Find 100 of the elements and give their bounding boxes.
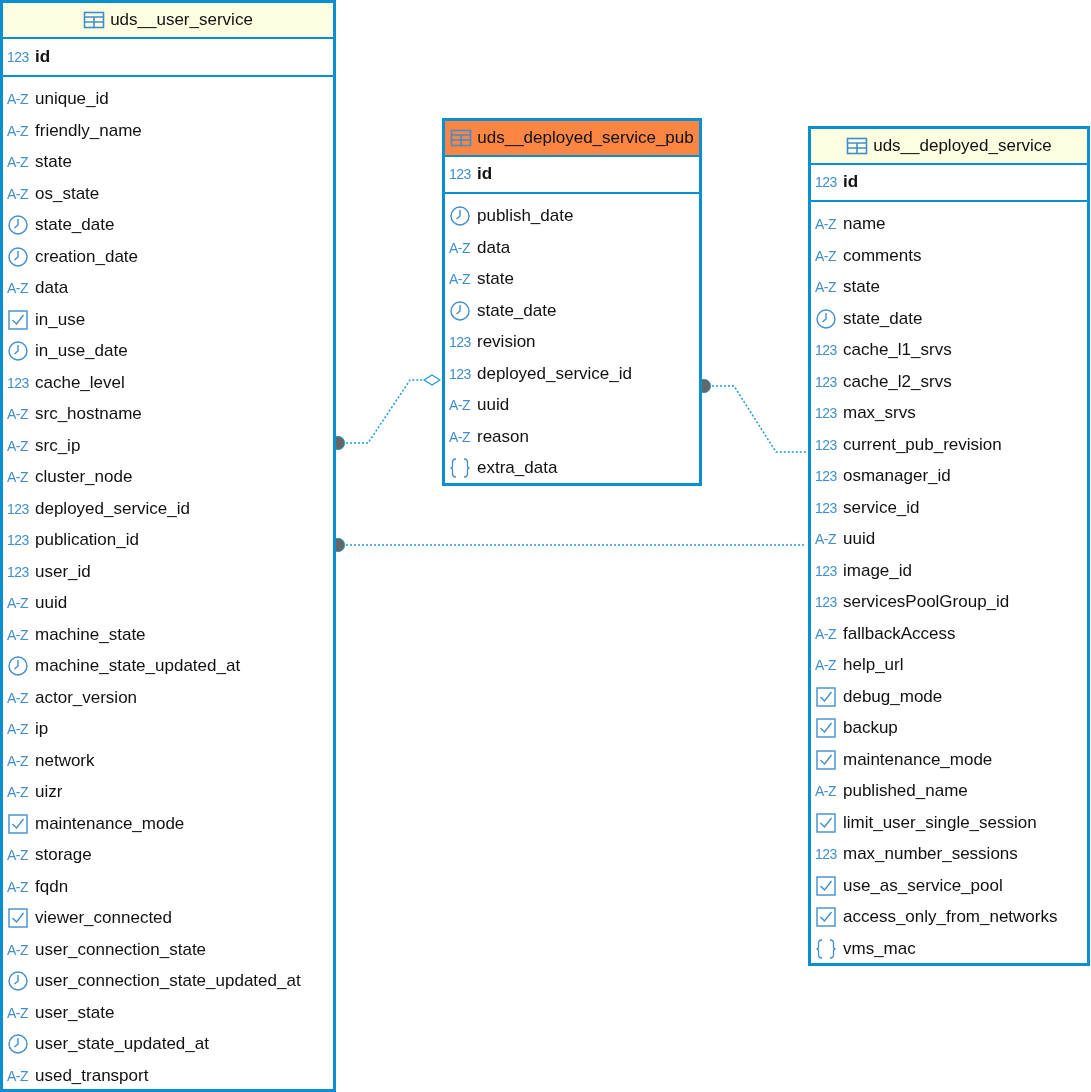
column-name: fallbackAccess <box>843 623 956 644</box>
type-label: A-Z <box>7 941 30 958</box>
type-label: 123 <box>815 436 838 453</box>
column-name: data <box>35 278 69 298</box>
type-label: A-Z <box>815 625 838 642</box>
type-label: A-Z <box>815 216 838 232</box>
column-name: unique_id <box>35 89 109 109</box>
column-name: limit_user_single_session <box>843 812 1037 833</box>
type-label: A-Z <box>7 280 30 296</box>
column-name: in_use_date <box>35 341 128 361</box>
type-label: 123 <box>815 174 838 190</box>
column-name: max_number_sessions <box>843 844 1018 864</box>
column-name: in_use <box>35 309 86 330</box>
type-label: A-Z <box>7 721 30 737</box>
type-label: A-Z <box>815 247 838 264</box>
table-name: uds__user_service <box>110 10 253 30</box>
type-label: A-Z <box>7 689 30 706</box>
type-label: 123 <box>449 334 472 350</box>
column-name: debug_mode <box>843 686 943 707</box>
type-label: 123 <box>815 468 838 484</box>
type-label: 123 <box>7 374 30 391</box>
type-label: A-Z <box>7 406 30 422</box>
type-label: 123 <box>7 49 30 65</box>
key-column-name: id <box>843 172 859 192</box>
column-name: current_pub_revision <box>843 434 1002 455</box>
column-name: src_hostname <box>35 404 142 424</box>
column-name: osmanager_id <box>843 466 951 486</box>
type-label: 123 <box>815 342 838 358</box>
column-name: cache_l1_srvs <box>843 340 952 360</box>
column-name: user_state_updated_at <box>35 1034 209 1054</box>
column-name: backup <box>843 718 898 738</box>
column-name: uuid <box>843 529 876 549</box>
type-label: A-Z <box>7 185 30 202</box>
column-name: uuid <box>477 395 510 415</box>
column-name: servicesPoolGroup_id <box>843 592 1010 612</box>
column-name: user_connection_state_updated_at <box>35 971 301 991</box>
column-name: max_srvs <box>843 403 916 423</box>
column-name: reason <box>477 426 529 447</box>
column-name: service_id <box>843 497 920 518</box>
type-label: 123 <box>7 500 30 517</box>
type-label: A-Z <box>7 91 30 107</box>
column-name: maintenance_mode <box>35 813 185 834</box>
table-name: uds__deployed_service_pub <box>477 128 694 148</box>
key-column-name: id <box>477 164 493 184</box>
type-label: 123 <box>815 846 838 862</box>
column-name: user_state <box>35 1002 115 1023</box>
column-name: fqdn <box>35 876 69 897</box>
type-label: 123 <box>815 373 838 390</box>
column-name: user_connection_state <box>35 939 207 960</box>
type-label: A-Z <box>815 279 838 295</box>
column-name: ip <box>35 719 49 739</box>
type-label: A-Z <box>449 397 472 413</box>
column-name: use_as_service_pool <box>843 875 1003 896</box>
type-label: A-Z <box>449 271 472 287</box>
column-name: name <box>843 214 886 234</box>
column-name: state <box>843 277 880 297</box>
type-label: A-Z <box>815 783 838 799</box>
type-label: A-Z <box>815 657 838 673</box>
type-label: A-Z <box>7 595 30 611</box>
column-name: access_only_from_networks <box>843 907 1058 927</box>
column-name: network <box>35 750 95 771</box>
column-name: friendly_name <box>35 120 142 141</box>
column-name: state_date <box>843 308 923 329</box>
type-label: 123 <box>7 563 30 580</box>
column-name: used_transport <box>35 1065 149 1086</box>
type-label: A-Z <box>449 428 472 445</box>
column-name: user_id <box>35 561 91 582</box>
column-name: uuid <box>35 593 68 613</box>
type-label: A-Z <box>7 878 30 895</box>
type-label: A-Z <box>7 847 30 863</box>
column-name: image_id <box>843 560 912 581</box>
column-name: src_ip <box>35 435 81 456</box>
key-column-name: id <box>35 47 51 67</box>
type-label: A-Z <box>7 469 30 485</box>
column-name: cache_l2_srvs <box>843 371 952 392</box>
column-name: machine_state_updated_at <box>35 656 241 676</box>
column-name: deployed_service_id <box>35 498 190 519</box>
column-name: extra_data <box>477 458 558 478</box>
type-label: A-Z <box>7 154 30 170</box>
column-name: state <box>477 269 514 289</box>
table-box <box>808 126 1090 966</box>
type-label: 123 <box>7 532 30 548</box>
table-name: uds__deployed_service <box>873 136 1052 156</box>
type-label: A-Z <box>449 239 472 256</box>
column-name: revision <box>477 332 536 352</box>
type-label: A-Z <box>7 1004 30 1021</box>
column-name: published_name <box>843 781 968 801</box>
type-label: 123 <box>449 365 472 382</box>
column-name: help_url <box>843 655 904 675</box>
column-name: creation_date <box>35 246 139 267</box>
column-name: data <box>477 237 511 258</box>
column-name: vms_mac <box>843 938 916 959</box>
type-label: A-Z <box>7 784 30 800</box>
column-name: actor_version <box>35 687 138 708</box>
column-name: state <box>35 152 72 172</box>
column-name: cluster_node <box>35 467 133 487</box>
type-label: A-Z <box>7 626 30 643</box>
type-label: A-Z <box>7 1067 30 1084</box>
column-name: maintenance_mode <box>843 749 993 770</box>
column-name: publication_id <box>35 530 139 550</box>
